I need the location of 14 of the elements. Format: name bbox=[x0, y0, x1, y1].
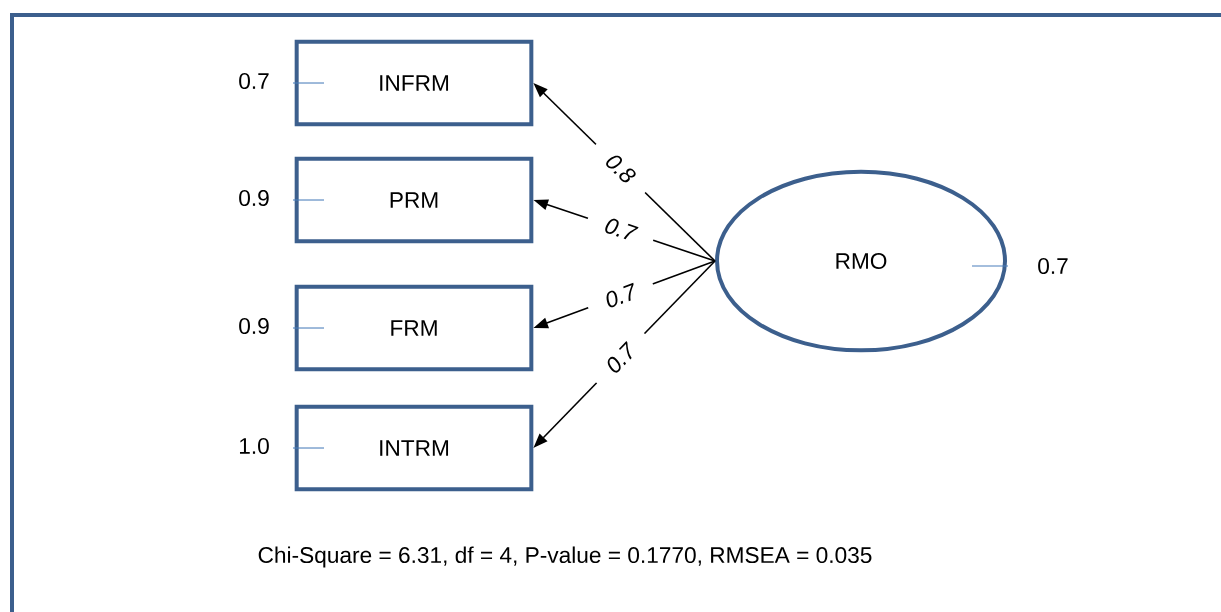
fit-statistics: Chi-Square = 6.31, df = 4, P-value = 0.1770, RMSEA = 0.035 bbox=[258, 546, 872, 568]
variable-box: FRM bbox=[294, 284, 534, 372]
error-value: 0.9 bbox=[239, 318, 269, 335]
variable-box: INTRM bbox=[294, 404, 534, 492]
error-value: 0.9 bbox=[239, 190, 269, 207]
edge-label: 0.7 bbox=[605, 218, 639, 240]
variable-box: INFRM bbox=[294, 39, 534, 127]
error-value: 1.0 bbox=[240, 438, 269, 455]
edge-label: 0.7 bbox=[606, 282, 634, 308]
edge-label: 0.8 bbox=[606, 155, 636, 183]
variable-box: PRM bbox=[294, 156, 534, 244]
error-value: 0.7 bbox=[1038, 258, 1068, 275]
edge-label: 0.7 bbox=[607, 341, 632, 373]
error-value: 0.7 bbox=[239, 73, 269, 90]
